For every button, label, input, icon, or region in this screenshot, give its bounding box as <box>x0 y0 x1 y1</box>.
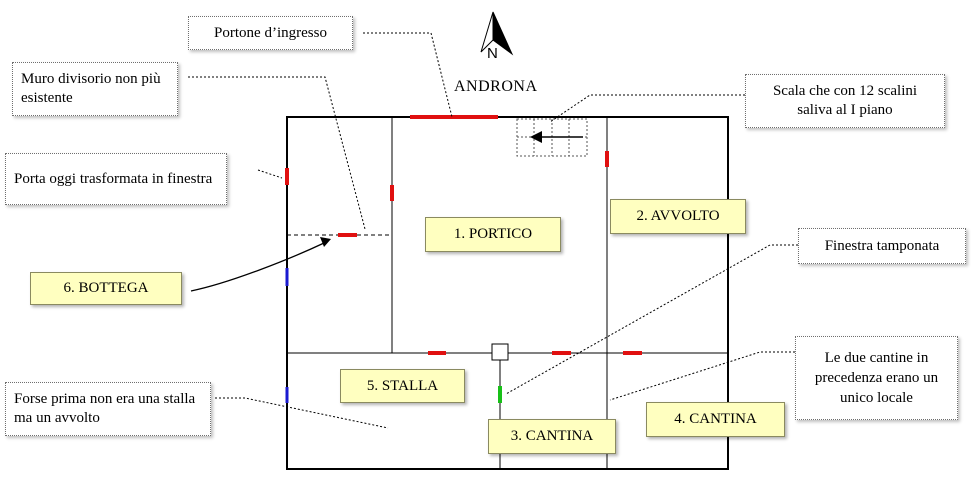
note-stalla: Forse prima non era una stalla ma un avv… <box>5 382 211 436</box>
pillar <box>491 343 509 361</box>
room-label-bottega: 6. BOTTEGA <box>30 272 182 305</box>
note-finestra-tamponata: Finestra tamponata <box>798 228 966 264</box>
room-label-portico: 1. PORTICO <box>425 217 561 252</box>
stair-arrowhead <box>530 131 542 143</box>
room-label-avvolto: 2. AVVOLTO <box>610 199 746 234</box>
leader-lines <box>188 32 798 429</box>
leader-portone <box>363 32 453 118</box>
note-portone-ingresso: Portone d’ingresso <box>188 16 353 50</box>
compass-north-label: N <box>487 45 498 62</box>
bottega-arrow <box>190 242 325 292</box>
note-scala: Scala che con 12 scalini saliva al I pia… <box>745 74 945 128</box>
room-label-stalla: 5. STALLA <box>340 369 465 403</box>
leader-finestra <box>505 244 798 395</box>
bottega-arrowhead <box>320 237 331 247</box>
compass-icon <box>480 11 514 56</box>
outer-wall <box>286 116 729 470</box>
note-muro-divisorio: Muro divisorio non più esistente <box>12 62 178 116</box>
note-cantine: Le due cantine in precedenza erano un un… <box>795 336 958 420</box>
room-label-cantina-4: 4. CANTINA <box>646 402 785 437</box>
leader-stalla <box>215 397 389 429</box>
room-label-cantina-3: 3. CANTINA <box>488 419 616 454</box>
leader-muro <box>188 76 366 230</box>
leader-porta <box>257 169 283 179</box>
street-label-androna: ANDRONA <box>454 78 538 95</box>
note-porta-trasformata: Porta oggi trasformata in finestra <box>5 153 227 205</box>
leader-cantine <box>609 351 795 401</box>
doors <box>285 115 642 355</box>
